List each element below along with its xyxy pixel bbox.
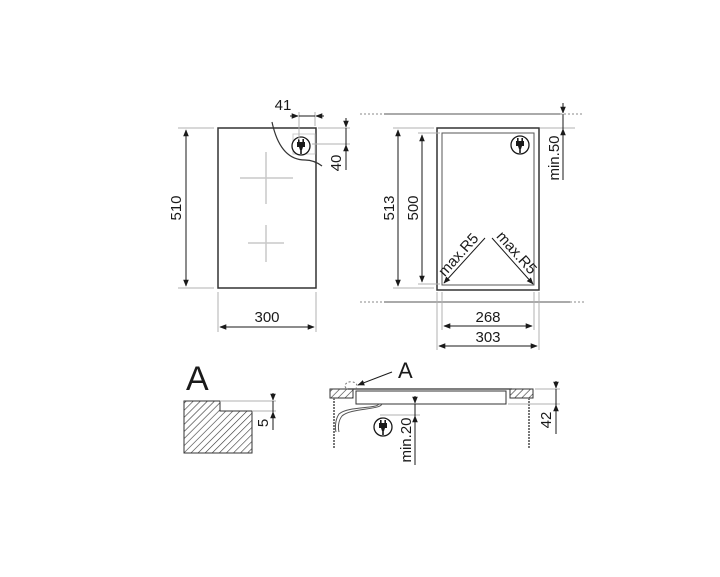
top-view: 510 300 41 40 — [168, 97, 350, 332]
offset-40-label: 40 — [328, 155, 345, 172]
cable-line — [271, 121, 323, 167]
callout-a-label: A — [398, 358, 413, 383]
width-303-label: 303 — [475, 329, 500, 346]
clearance-min20-label: min.20 — [398, 417, 415, 462]
plug-icon — [373, 417, 393, 437]
radius-right-label: max.R5 — [493, 228, 540, 278]
offset-41-label: 41 — [275, 97, 292, 114]
cutout-inner — [441, 132, 535, 286]
detail-a-title: A — [186, 360, 209, 398]
heating-zone-marker-large — [240, 152, 293, 204]
width-300-label: 300 — [254, 309, 279, 326]
width-268-label: 268 — [475, 309, 500, 326]
cutout-outer — [436, 127, 540, 291]
clearance-min50-label: min.50 — [546, 135, 563, 180]
height-500-label: 500 — [405, 195, 422, 220]
heating-zone-marker-small — [248, 225, 284, 262]
height-513-label: 513 — [381, 195, 398, 220]
detail-a: A 5 — [183, 360, 276, 454]
plug-icon — [291, 136, 311, 156]
section-view: A min.20 42 — [329, 358, 560, 465]
depth-42-label: 42 — [538, 412, 555, 429]
plug-icon — [510, 135, 530, 155]
step-5-label: 5 — [255, 419, 272, 427]
height-510-label: 510 — [168, 195, 185, 220]
cutout-view: min.50 513 500 max.R5 max.R5 268 303 — [360, 103, 584, 350]
cooktop-outline — [217, 127, 317, 289]
